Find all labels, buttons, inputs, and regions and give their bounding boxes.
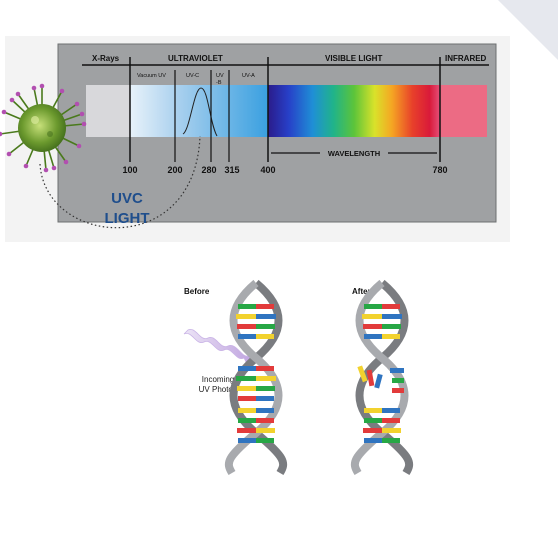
- photon-label-line1: Incoming: [202, 375, 234, 384]
- uvc-germicidal-curve: [182, 87, 218, 137]
- tick-780: 780: [432, 165, 447, 175]
- uvc-caption-line2: LIGHT: [105, 210, 150, 227]
- dna-panel-bg: [170, 278, 455, 478]
- virus-germ-icon: [0, 83, 87, 173]
- label-uvc: UV-C: [186, 73, 199, 79]
- uvc-dotted-arc: [39, 135, 201, 229]
- before-label: Before: [184, 287, 210, 296]
- label-vacuum-uv: Vacuum UV: [137, 73, 166, 79]
- dna-helix-before: [225, 279, 287, 476]
- tick-315: 315: [224, 165, 239, 175]
- label-infrared: INFRARED: [445, 54, 487, 63]
- photon-label-line2: UV Photon: [199, 385, 238, 394]
- infrared-band: [440, 85, 487, 137]
- label-uvb-1: UV: [216, 73, 224, 79]
- label-xrays: X-Rays: [92, 54, 120, 63]
- label-ultraviolet: ULTRAVIOLET: [168, 54, 223, 63]
- dna-damage-diagram: Before After Incoming UV Photon: [170, 278, 455, 478]
- after-label: After: [352, 287, 371, 296]
- uvc-caption-line1: UVC: [111, 190, 143, 207]
- tick-280: 280: [201, 165, 216, 175]
- uv-band: [130, 85, 268, 137]
- visible-band: [268, 85, 440, 137]
- base-pairs-after: [357, 304, 404, 443]
- xray-band: [86, 85, 130, 137]
- label-uva: UV-A: [242, 73, 255, 79]
- tick-100: 100: [122, 165, 137, 175]
- tick-200: 200: [167, 165, 182, 175]
- electromagnetic-spectrum-diagram: X-Rays ULTRAVIOLET VISIBLE LIGHT INFRARE…: [0, 36, 510, 242]
- label-visible-light: VISIBLE LIGHT: [325, 54, 382, 63]
- base-pairs-before: [236, 304, 276, 443]
- wavelength-label-bg: [320, 147, 388, 158]
- label-uvb-2: -B: [216, 80, 222, 86]
- wavelength-label: WAVELENGTH: [328, 149, 380, 158]
- dna-helix-after: [351, 279, 413, 476]
- tick-400: 400: [260, 165, 275, 175]
